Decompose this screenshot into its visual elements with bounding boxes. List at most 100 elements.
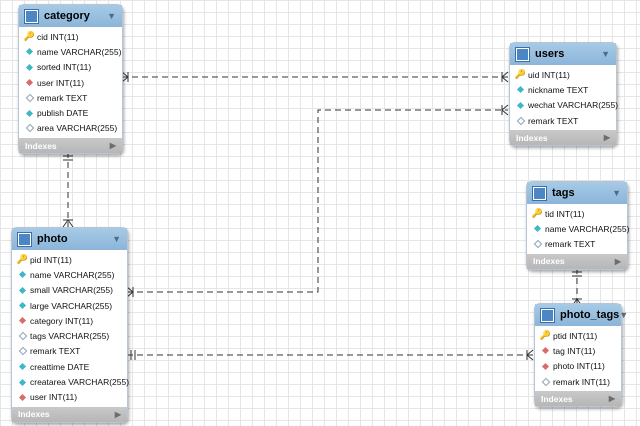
column-list: 🔑pid INT(11)name VARCHAR(255) small VARCH…: [12, 250, 130, 407]
column-row[interactable]: 🔑ptid INT(11): [535, 328, 621, 343]
not-null-column-icon: [18, 270, 27, 279]
column-row[interactable]: 🔑cid INT(11): [19, 29, 122, 44]
collapse-caret-icon[interactable]: ▼: [112, 234, 121, 244]
crowfoot-marker: [121, 71, 129, 83]
indexes-bar[interactable]: Indexes ▶: [527, 253, 627, 269]
table-header[interactable]: photo ▼: [12, 228, 127, 250]
indexes-bar[interactable]: Indexes ▶: [535, 391, 621, 407]
indexes-bar[interactable]: Indexes ▶: [510, 130, 616, 146]
column-row[interactable]: sorted INT(11): [19, 60, 122, 75]
table-photo[interactable]: photo ▼ 🔑pid INT(11)name VARCHAR(255) sma…: [11, 227, 130, 423]
column-row[interactable]: remark TEXT: [527, 237, 627, 252]
expand-arrow-icon[interactable]: ▶: [603, 133, 610, 143]
primary-key-icon: 🔑: [531, 208, 544, 219]
nullable-column-icon: [18, 347, 27, 356]
collapse-caret-icon[interactable]: ▼: [619, 310, 629, 320]
column-row[interactable]: name VARCHAR(255): [19, 44, 122, 59]
table-icon: [25, 9, 38, 23]
expand-arrow-icon[interactable]: ▶: [114, 409, 121, 419]
column-label: category INT(11): [30, 315, 94, 326]
column-row[interactable]: category INT(11): [12, 313, 127, 328]
table-photo-tags[interactable]: photo_tags ▼ 🔑ptid INT(11) tag INT(11) pho…: [534, 303, 628, 408]
column-label: area VARCHAR(255): [37, 123, 118, 134]
column-label: small VARCHAR(255): [30, 285, 113, 296]
table-category[interactable]: category ▼ 🔑cid INT(11) name VARCHAR(255)…: [18, 4, 123, 155]
column-row[interactable]: name VARCHAR(255): [12, 267, 127, 282]
column-label: wechat VARCHAR(255): [528, 100, 619, 111]
table-name: category: [44, 10, 90, 22]
column-row[interactable]: remark TEXT: [12, 344, 127, 359]
column-label: pid INT(11): [30, 254, 72, 265]
expand-arrow-icon[interactable]: ▶: [608, 394, 615, 404]
column-row[interactable]: remark INT(11): [535, 374, 621, 389]
expand-arrow-icon[interactable]: ▶: [109, 141, 116, 151]
column-row[interactable]: user INT(11): [19, 75, 122, 90]
one-marker: [130, 350, 136, 360]
column-row[interactable]: publish DATE: [19, 105, 122, 120]
column-row[interactable]: tags VARCHAR(255): [12, 328, 127, 343]
table-icon: [18, 232, 31, 246]
column-label: creatarea VARCHAR(255): [30, 377, 130, 388]
column-label: name VARCHAR(255): [37, 46, 122, 57]
column-row[interactable]: creatarea VARCHAR(255): [12, 374, 130, 389]
primary-key-icon: 🔑: [514, 69, 527, 80]
column-row[interactable]: wechat VARCHAR(255): [510, 98, 619, 113]
column-label: photo INT(11): [553, 361, 605, 372]
table-header[interactable]: category ▼: [19, 5, 122, 27]
column-label: tid INT(11): [545, 208, 585, 219]
column-row[interactable]: remark TEXT: [19, 90, 122, 105]
column-row[interactable]: name VARCHAR(255): [527, 221, 630, 236]
column-list: 🔑ptid INT(11) tag INT(11) photo INT(11) rem…: [535, 326, 621, 391]
column-label: creattime DATE: [30, 361, 90, 372]
column-row[interactable]: remark TEXT: [510, 113, 616, 128]
table-header[interactable]: photo_tags ▼: [535, 304, 628, 326]
column-label: remark TEXT: [528, 115, 579, 126]
table-icon: [533, 186, 546, 200]
indexes-label: Indexes: [25, 140, 57, 151]
column-label: ptid INT(11): [553, 330, 598, 341]
foreign-key-icon: [541, 346, 550, 355]
column-row[interactable]: photo INT(11): [535, 359, 621, 374]
indexes-bar[interactable]: Indexes ▶: [12, 406, 127, 422]
column-label: tag INT(11): [553, 345, 596, 356]
column-row[interactable]: 🔑tid INT(11): [527, 206, 627, 221]
expand-arrow-icon[interactable]: ▶: [614, 256, 621, 266]
column-label: remark TEXT: [30, 346, 81, 357]
not-null-column-icon: [533, 224, 542, 233]
crowfoot-marker: [126, 286, 134, 298]
table-header[interactable]: users ▼: [510, 43, 616, 65]
primary-key-icon: 🔑: [539, 330, 552, 341]
column-row[interactable]: creattime DATE: [12, 359, 127, 374]
table-tags[interactable]: tags ▼ 🔑tid INT(11) name VARCHAR(255) rema…: [526, 181, 630, 270]
column-row[interactable]: area VARCHAR(255): [19, 121, 122, 136]
crowfoot-marker: [501, 71, 509, 83]
column-label: publish DATE: [37, 108, 89, 119]
table-name: tags: [552, 187, 575, 199]
table-header[interactable]: tags ▼: [527, 182, 627, 204]
relationship-photo-users[interactable]: [127, 109, 508, 293]
primary-key-icon: 🔑: [23, 31, 36, 42]
nullable-column-icon: [533, 240, 542, 249]
column-row[interactable]: nickname TEXT: [510, 82, 616, 97]
collapse-caret-icon[interactable]: ▼: [107, 11, 116, 21]
column-row[interactable]: large VARCHAR(255): [12, 298, 127, 313]
column-row[interactable]: small VARCHAR(255): [12, 283, 127, 298]
table-users[interactable]: users ▼ 🔑uid INT(11) nickname TEXT wechat …: [509, 42, 619, 147]
indexes-bar[interactable]: Indexes ▶: [19, 138, 122, 154]
collapse-caret-icon[interactable]: ▼: [601, 49, 610, 59]
column-row[interactable]: 🔑pid INT(11): [12, 252, 127, 267]
column-label: name VARCHAR(255): [545, 223, 630, 234]
table-name: photo: [37, 233, 68, 245]
foreign-key-icon: [18, 316, 27, 325]
collapse-caret-icon[interactable]: ▼: [612, 188, 621, 198]
not-null-column-icon: [25, 63, 34, 72]
column-row[interactable]: tag INT(11): [535, 343, 621, 358]
one-marker: [572, 271, 582, 277]
column-label: nickname TEXT: [528, 84, 589, 95]
not-null-column-icon: [516, 85, 525, 94]
not-null-column-icon: [516, 101, 525, 110]
column-row[interactable]: 🔑uid INT(11): [510, 67, 616, 82]
indexes-label: Indexes: [541, 393, 573, 404]
column-row[interactable]: user INT(11): [12, 390, 127, 405]
table-icon: [516, 47, 529, 61]
